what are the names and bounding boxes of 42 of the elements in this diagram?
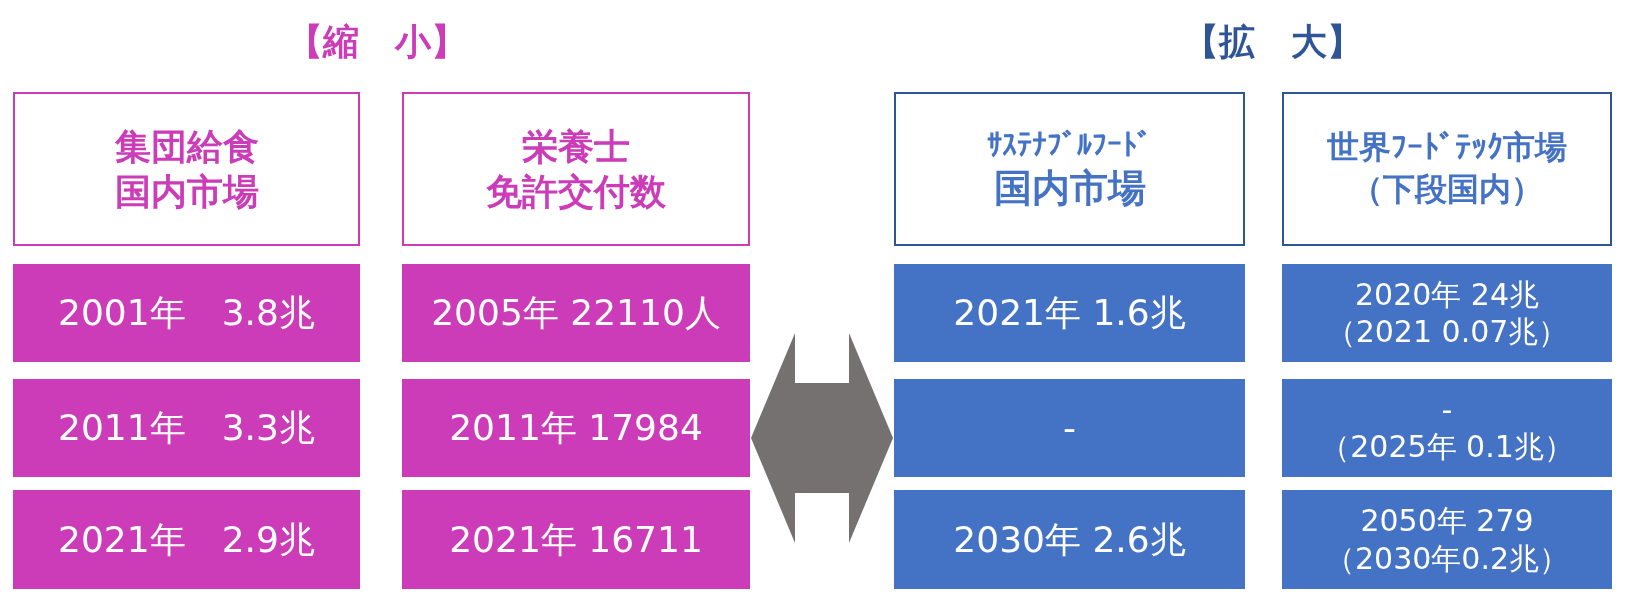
header-box [13, 92, 360, 246]
value-box [1282, 264, 1612, 362]
value-text: （2021 0.07兆） [1325, 313, 1569, 351]
value-text: 2021年 1.6兆 [953, 291, 1186, 335]
section-heading: 【拡 大】 [1183, 20, 1363, 64]
value-box [894, 379, 1245, 477]
header-text: 国内市場 [993, 164, 1146, 212]
value-box [1282, 490, 1612, 589]
header-box [894, 92, 1245, 246]
value-box [1282, 379, 1612, 477]
value-text: （2025年 0.1兆） [1320, 428, 1574, 466]
value-text: 2005年 22110人 [431, 291, 721, 335]
value-text: 2021年 2.9兆 [58, 517, 315, 562]
header-box [402, 92, 750, 246]
value-box [402, 490, 750, 589]
header-text: ｻｽﾃﾅﾌﾞﾙﾌｰﾄﾞ [987, 125, 1152, 164]
header-text: 国内市場 [114, 170, 259, 214]
header-text: 集団給食 [114, 125, 259, 169]
value-box [402, 264, 750, 362]
value-text: 2011年 3.3兆 [58, 406, 315, 450]
value-text: 2001年 3.8兆 [58, 291, 315, 335]
header-text: （下段国内） [1351, 169, 1543, 210]
value-box [13, 490, 360, 589]
header-text: 栄養士 [522, 125, 630, 169]
value-box [894, 490, 1245, 589]
value-text: 2030年 2.6兆 [953, 517, 1186, 562]
value-text: 2011年 17984 [449, 406, 703, 450]
value-box [402, 379, 750, 477]
value-box [894, 264, 1245, 362]
header-text: 世界ﾌｰﾄﾞﾃｯｸ市場 [1327, 127, 1567, 169]
value-text: 2050年 279 [1360, 502, 1534, 540]
value-box [13, 379, 360, 477]
section-heading: 【縮 小】 [287, 20, 467, 64]
value-text: - [1441, 390, 1453, 428]
value-text: 2020年 24兆 [1354, 275, 1540, 313]
value-box [13, 264, 360, 362]
value-text: 2021年 16711 [449, 517, 703, 562]
value-text: - [1063, 406, 1076, 450]
value-text: （2030年0.2兆） [1324, 539, 1570, 577]
header-text: 免許交付数 [486, 170, 666, 214]
header-box [1282, 92, 1612, 246]
double-arrow [751, 333, 893, 543]
